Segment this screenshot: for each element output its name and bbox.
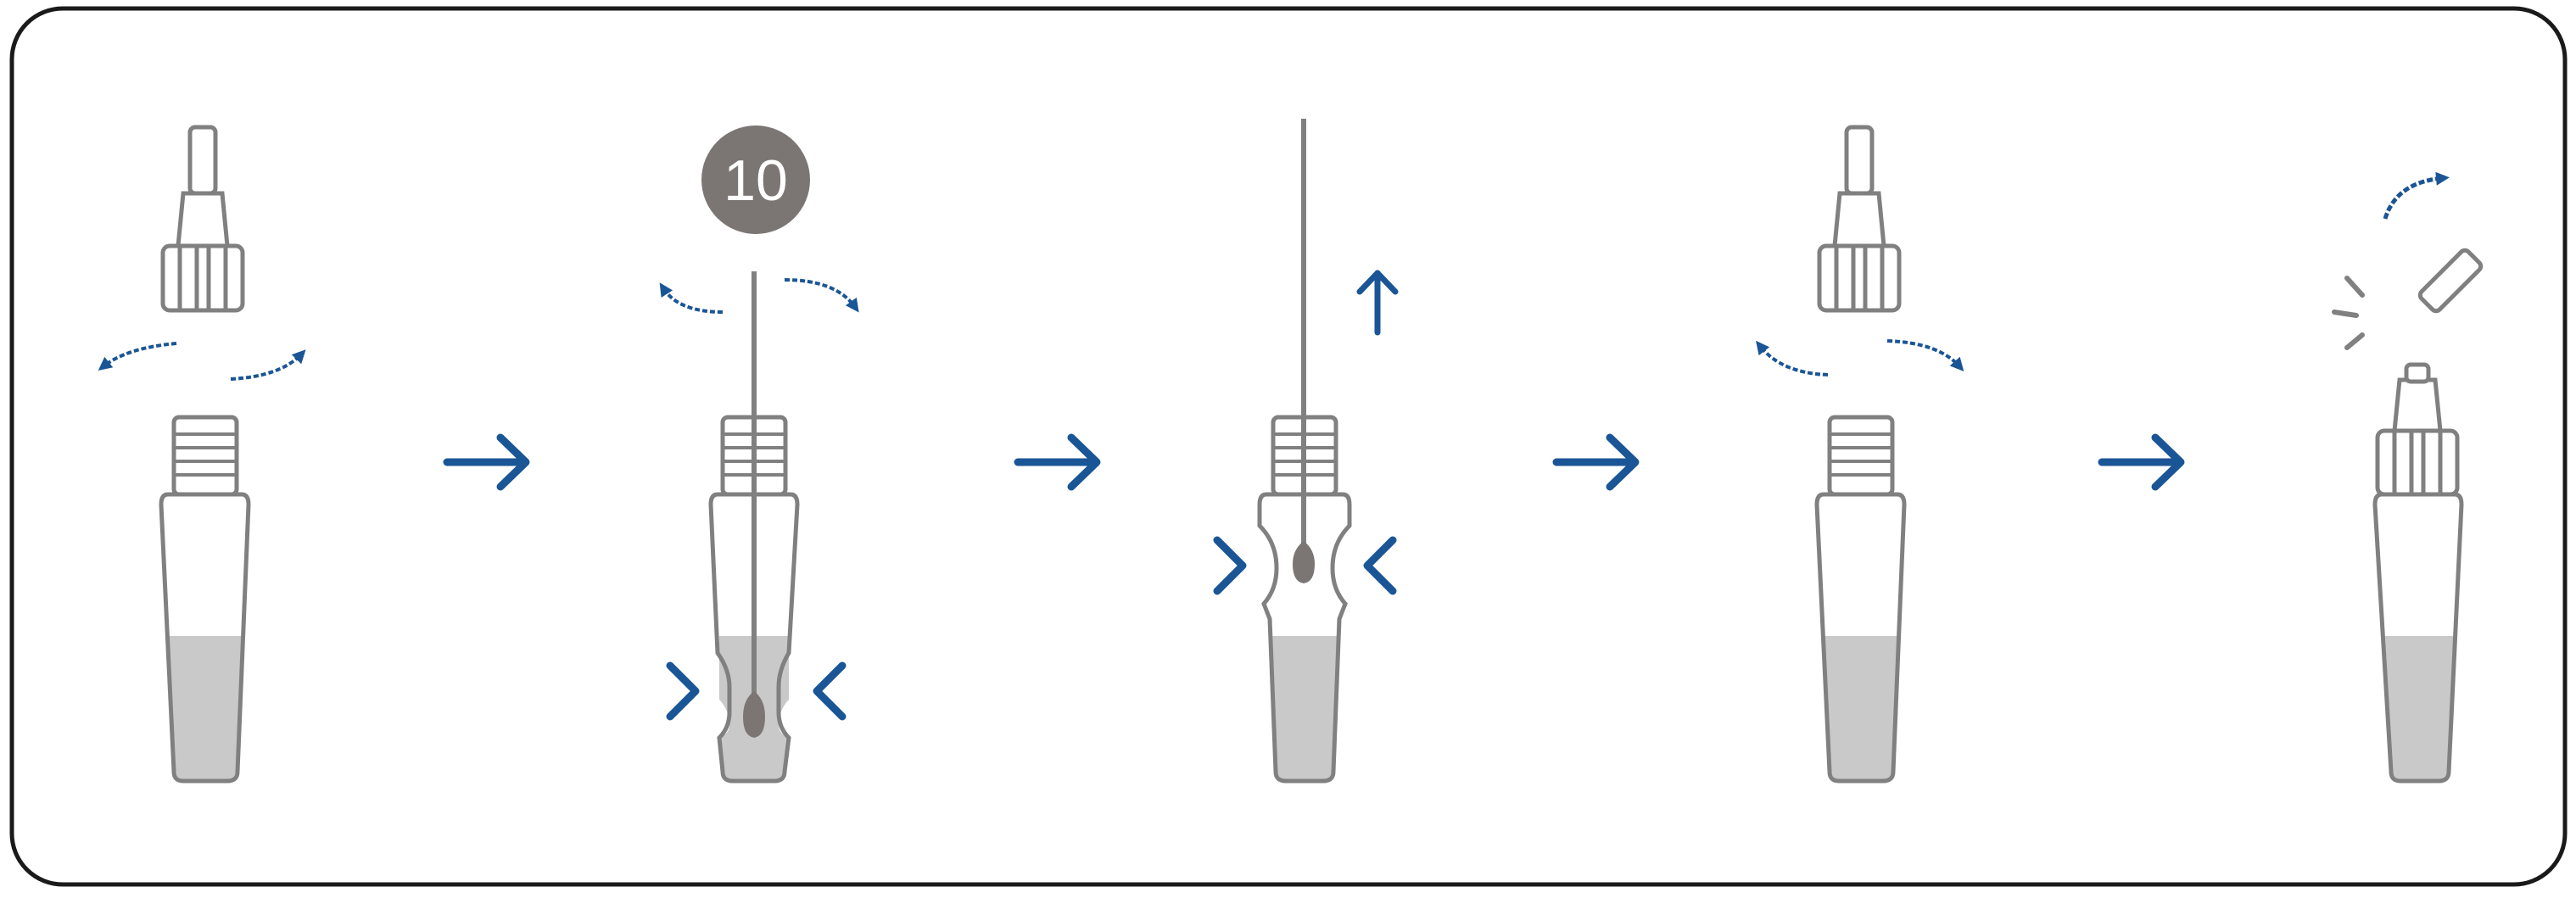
clockwise-arrow-icon [230,349,306,381]
dropper-cap-icon [1817,125,1902,313]
step-4-screw-cap [1756,125,1964,784]
dropper-cap-icon [160,125,245,313]
extraction-tube-icon [1814,415,1907,784]
snap-lines-icon [2332,276,2365,350]
step-5-break-tip [2332,171,2484,784]
count-badge-text: 10 [724,148,788,213]
rotate-arrows-icon [659,278,859,314]
tip-piece-icon [2417,248,2484,314]
next-arrow-icon [443,433,530,491]
up-arrow-icon [1356,270,1399,336]
next-arrow-icon [1552,433,1640,491]
step-2-rotate-swab: 10 [659,125,859,784]
curved-arrow-icon [2383,171,2450,220]
rotate-arrows-icon [1756,339,1964,376]
squeeze-chevron-icon [666,661,847,721]
step-1-unscrew-cap [98,125,306,784]
extraction-tube-icon [159,415,251,784]
squeeze-chevron-icon [1213,536,1397,595]
capped-tube-icon [2372,362,2464,784]
swab-icon [1293,119,1315,583]
counterclockwise-arrow-icon [98,342,177,371]
count-badge: 10 [701,125,810,234]
next-arrow-icon [1014,433,1101,491]
swab-icon [743,271,765,738]
next-arrow-icon [2098,433,2185,491]
step-3-squeeze-remove-swab [1213,119,1399,784]
